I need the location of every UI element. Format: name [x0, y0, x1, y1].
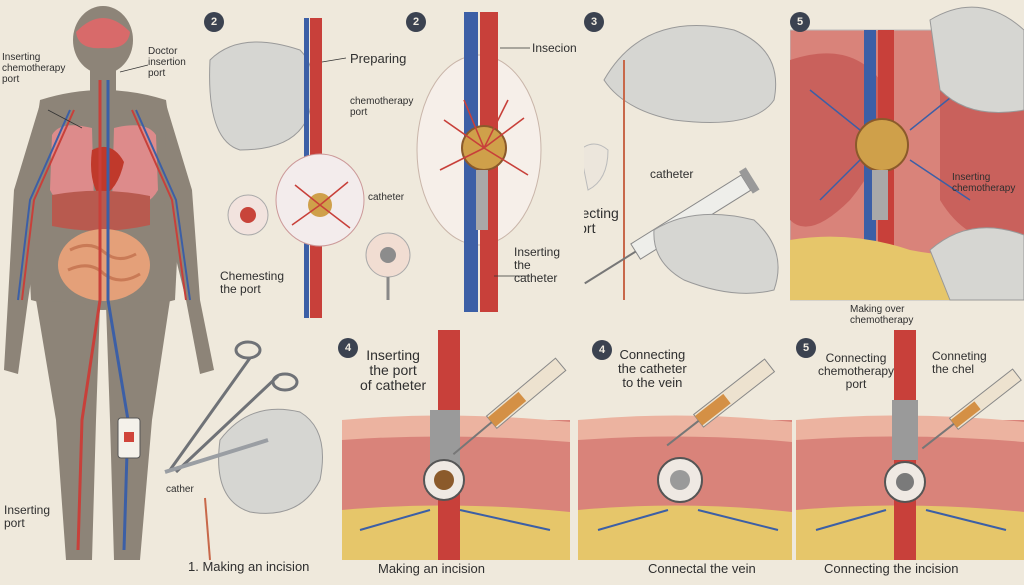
- label-cather: cather: [166, 484, 194, 495]
- panel-incision: 2 Insecion Inserting the catheter: [404, 0, 584, 320]
- label-inserting-catheter: Inserting the catheter: [514, 245, 561, 285]
- panel-chemotherapy: 5 Inserting chemotherapy Making over che…: [790, 0, 1024, 330]
- step-number-badge: 4: [592, 340, 612, 360]
- body-anatomy-panel: Inserting chemotherapy port Doctor inser…: [0, 0, 330, 585]
- step-number-badge: 3: [584, 12, 604, 32]
- caption-connecting-incision: Connecting the incision: [824, 561, 959, 576]
- label-connecting-chemotherapy-port: Connecting chemotherapy port: [818, 351, 895, 391]
- label-inserting-port-of-catheter: Inserting the port of catheter: [360, 347, 427, 393]
- step-number-badge: 5: [796, 338, 816, 358]
- panel-connecting-catheter-vein: 4 Connecting the catheter to the vein Co…: [578, 330, 792, 585]
- label-connecting-port: Connecting the port: [584, 205, 619, 236]
- panel-connecting-port: 3 catheter Connecting the port: [584, 0, 788, 320]
- step-number-badge: 4: [338, 338, 358, 358]
- label-inserting-chemotherapy: Inserting chemotherapy: [952, 172, 1016, 194]
- label-connecting-catheter-vein: Connecting the catheter to the vein: [618, 347, 687, 390]
- caption-making-incision-1: 1. Making an incision: [188, 559, 310, 574]
- label-doctor-insertion-port: Doctor insertion port: [148, 46, 186, 79]
- caption-making-incision-4: Making an incision: [378, 561, 485, 576]
- label-conneting-chel: Conneting the chel: [932, 349, 987, 376]
- label-inserting-port: Inserting port: [4, 503, 51, 530]
- label-inserting-chemo-port: Inserting chemotherapy port: [2, 52, 66, 85]
- label-chemesting-port: Chemesting the port: [220, 269, 285, 296]
- label-insecion: Insecion: [532, 41, 577, 55]
- panel-connecting-incision: 5 Connecting chemotherapy port Conneting…: [796, 330, 1024, 585]
- step-number-badge: 2: [406, 12, 426, 32]
- step-number-badge: 5: [790, 12, 810, 32]
- body-illustration: [4, 6, 323, 561]
- panel-inserting-port-catheter: 4 Inserting the port of catheter Making …: [330, 330, 570, 585]
- panel-preparing: 2 Preparing chemotherapy port catheter C…: [200, 0, 422, 320]
- label-preparing: Preparing: [350, 51, 407, 66]
- label-chemotherapy-port: chemotherapy port: [350, 96, 414, 118]
- label-making-over-chemotherapy: Making over chemotherapy: [850, 304, 914, 326]
- label-catheter-3: catheter: [650, 167, 694, 181]
- step-number-badge: 2: [204, 12, 224, 32]
- caption-connectal-vein: Connectal the vein: [648, 561, 756, 576]
- label-catheter-2: catheter: [368, 192, 405, 203]
